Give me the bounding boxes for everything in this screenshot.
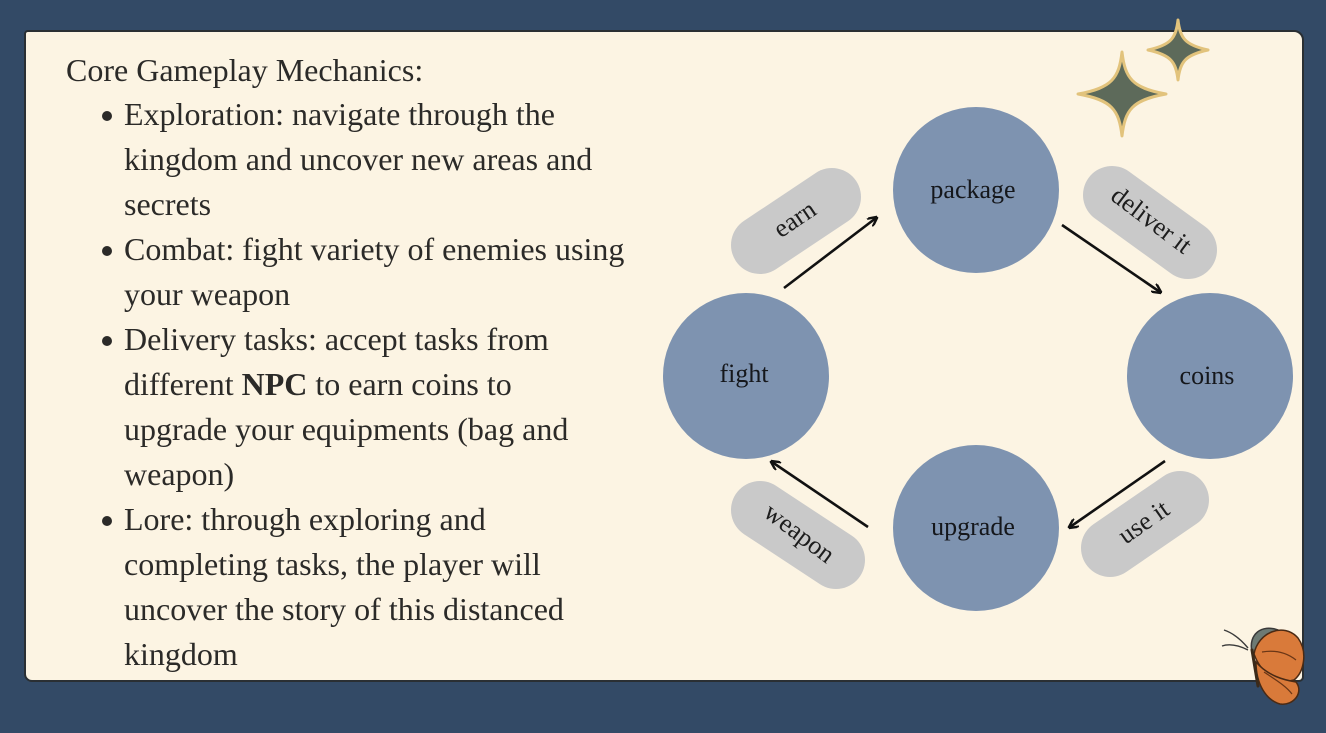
node-label-fight: fight xyxy=(719,359,769,388)
mechanics-text: Core Gameplay Mechanics: Exploration: na… xyxy=(64,48,674,677)
slide-card xyxy=(24,30,1304,682)
node-upgrade: upgrade xyxy=(893,445,1059,611)
bullet-line: weapon) xyxy=(124,456,235,492)
pill-use: use it xyxy=(1081,471,1209,577)
bullet-line: to earn coins to xyxy=(307,366,512,402)
node-label-upgrade: upgrade xyxy=(931,512,1015,541)
bullet-lore: Lore: through exploring and completing t… xyxy=(100,497,674,677)
bullet-line: uncover the story of this distanced xyxy=(124,591,564,627)
mechanics-list: Exploration: navigate through the kingdo… xyxy=(64,92,674,677)
arrow-fight-to-package xyxy=(783,218,876,290)
node-label-coins: coins xyxy=(1180,361,1235,390)
bullet-line: Delivery tasks: accept tasks from xyxy=(124,321,549,357)
bullet-line: kingdom xyxy=(124,636,238,672)
sparkle-stars-icon xyxy=(1076,18,1210,138)
bullet-dot xyxy=(102,516,112,526)
bullet-exploration: Exploration: navigate through the kingdo… xyxy=(100,92,674,227)
bullet-line: different xyxy=(124,366,242,402)
bullet-line: Exploration: navigate through the xyxy=(124,96,555,132)
bullet-dot xyxy=(102,246,112,256)
npc-text: NPC xyxy=(241,366,308,402)
bullet-line: your weapon xyxy=(124,276,291,312)
bullet-line: upgrade your equipments (bag and xyxy=(124,411,569,447)
bullet-dot xyxy=(102,336,112,346)
bullet-line: secrets xyxy=(124,186,212,222)
pill-weapon: weapon xyxy=(731,481,865,589)
bullet-line: completing tasks, the player will xyxy=(124,546,541,582)
node-coins: coins xyxy=(1127,293,1293,459)
node-fight: fight xyxy=(663,293,829,459)
bullet-line: Lore: through exploring and xyxy=(124,501,486,537)
pill-earn: earn xyxy=(731,168,861,274)
bullet-dot xyxy=(102,111,112,121)
bullet-delivery: Delivery tasks: accept tasks from differ… xyxy=(100,317,674,497)
heading: Core Gameplay Mechanics: xyxy=(66,52,424,88)
butterfly-icon xyxy=(1221,627,1305,705)
bullet-line: kingdom and uncover new areas and xyxy=(124,141,593,177)
bullet-line: Combat: fight variety of enemies using xyxy=(124,231,625,267)
pill-deliver: deliver it xyxy=(1083,166,1217,279)
bullet-combat: Combat: fight variety of enemies using y… xyxy=(100,227,674,317)
arrow-coins-to-upgrade xyxy=(1070,459,1166,527)
arrow-package-to-coins xyxy=(1061,223,1160,292)
node-package: package xyxy=(893,107,1059,273)
arrow-upgrade-to-fight xyxy=(772,462,869,529)
node-label-package: package xyxy=(930,175,1015,204)
